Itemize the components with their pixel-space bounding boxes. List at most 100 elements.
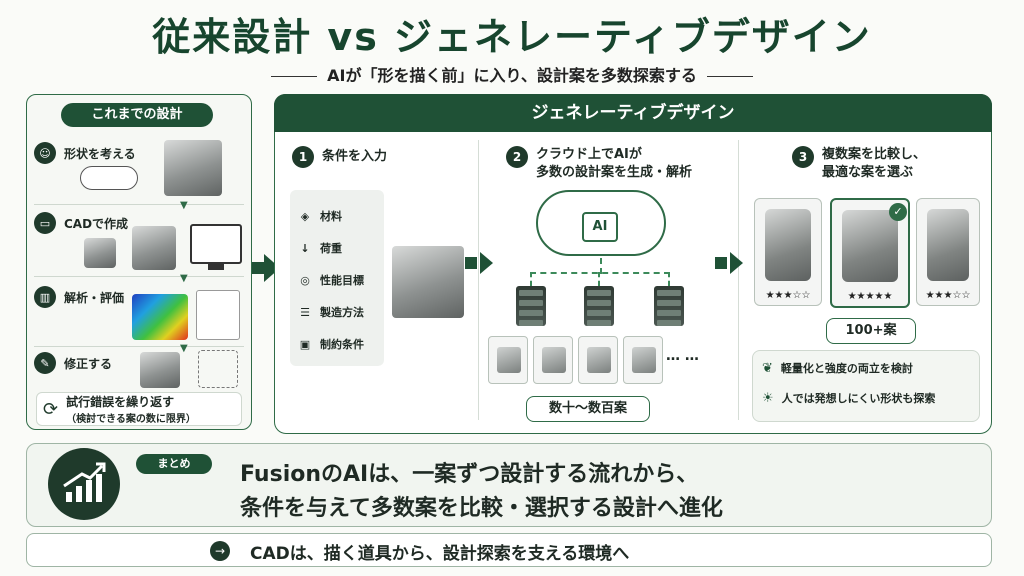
option-count-badge: 100+案 [826,318,916,344]
trial-and-error-box: ⟳ 試行錯誤を繰り返す （検討できる案の数に限界） [36,392,242,426]
arrow-right-icon [465,252,493,274]
connector-line [530,272,532,286]
step-number: 3 [792,146,814,168]
rating-stars: ★★★★★ [847,291,893,302]
connector-line [598,272,600,286]
step-title-text: 条件を入力 [322,149,388,164]
divider-left [271,76,318,77]
check-icon: ✓ [889,203,907,221]
divider [34,204,244,205]
monitor-icon: ▭ [34,212,56,234]
rating-stars: ★★★☆☆ [925,290,971,301]
step2-title: 2 クラウド上でAIが多数の設計案を生成・解析 [506,146,692,182]
head-icon: ☺ [34,142,56,164]
condition-performance: ◎ 性能目標 [298,272,364,288]
checklist-icon [196,290,240,340]
summary-tag: まとめ [136,454,212,474]
condition-label: 荷重 [320,242,342,255]
rating-stars: ★★★☆☆ [765,290,811,301]
stress-analysis-image [132,294,188,340]
benefit-novel-shapes: ☀ 人では発想しにくい形状も探索 [762,390,935,406]
server-icon [584,286,614,326]
lightbulb-icon: ☀ [762,390,774,406]
divider [34,276,244,277]
summary-line2: 条件を与えて多数案を比較・選択する設計へ進化 [240,496,723,521]
growth-chart-icon [48,448,120,520]
database-icon: ☰ [300,305,310,319]
cube-icon: ◈ [300,209,310,223]
server-icon [516,286,546,326]
connector-line [530,272,670,274]
design-variant-thumb [533,336,573,384]
bracket-part-image [140,352,180,388]
step-title-line1: 複数案を比較し、 [822,147,927,162]
monitor-image [190,224,242,264]
step-number: 2 [506,146,528,168]
step-revise: ✎ 修正する [34,352,244,374]
loop-note: （検討できる案の数に限界） [66,414,196,425]
condition-constraints: ▣ 制約条件 [298,336,364,352]
condition-label: 材料 [320,210,342,223]
chart-icon: ▥ [34,286,56,308]
design-variant-thumb [578,336,618,384]
target-icon: ◎ [300,273,310,287]
step-number: 1 [292,146,314,168]
step-label: 解析・評価 [64,290,125,305]
benefit-label: 人では発想しにくい形状も探索 [781,392,936,405]
generative-design-heading: ジェネレーティブデザイン [274,94,992,132]
arrow-right-icon: → [210,541,230,561]
variant-count-badge: 数十～数百案 [526,396,650,422]
server-icon [654,286,684,326]
condition-label: 制約条件 [320,338,364,351]
dashed-part-outline [198,350,238,388]
page-title: 従来設計 vs ジェネレーティブデザイン [152,15,872,59]
step-title-line1: クラウド上でAIが [536,147,642,162]
subtitle-text: AIが「形を描く前」に入り、設計案を多数探索する [327,66,697,85]
bracket-part-image [392,246,464,318]
edit-icon: ✎ [34,352,56,374]
step-title-line2: 多数の設計案を生成・解析 [536,165,693,180]
conclusion-text: CADは、描く道具から、設計探索を支える環境へ [250,544,630,564]
bracket-part-image [132,226,176,270]
connector-line [600,258,602,274]
traditional-design-heading: これまでの設計 [61,103,213,127]
leaf-icon: ❦ [762,360,773,376]
connector-line [668,272,670,286]
design-variant-thumb [488,336,528,384]
design-option-card: ★★★☆☆ [754,198,822,306]
divider [34,346,244,347]
condition-label: 性能目標 [320,274,364,287]
condition-load: ↓ 荷重 [298,240,342,256]
conclusion-bar [26,533,992,567]
ai-chip-icon: AI [582,212,618,242]
divider [478,140,479,420]
design-variant-thumb [623,336,663,384]
arrow-down-icon: ↓ [300,241,310,255]
lock-icon: ▣ [299,337,311,351]
arrow-down-icon: ▼ [180,200,188,211]
design-option-card: ★★★☆☆ [916,198,980,306]
conditions-list-box [290,190,384,366]
arrow-right-icon [715,252,743,274]
step1-title: 1 条件を入力 [292,146,387,168]
monitor-stand [208,264,224,270]
step-label: CADで作成 [64,216,129,231]
condition-material: ◈ 材料 [298,208,342,224]
thought-cloud-icon [80,166,138,190]
step-label: 形状を考える [64,146,136,161]
bracket-part-image [84,238,116,268]
summary-line1: FusionのAIは、一案ずつ設計する流れから、 [240,462,699,487]
benefit-lightweight: ❦軽量化と強度の両立を検討 [762,360,913,376]
step-analyze: ▥ 解析・評価 [34,286,244,308]
arrow-down-icon: ▼ [180,343,188,354]
step-think-shape: ☺ 形状を考える [34,142,244,164]
arrow-down-icon: ▼ [180,273,188,284]
divider [738,140,739,420]
refresh-icon: ⟳ [43,398,59,420]
step-cad-create: ▭ CADで作成 [34,212,244,234]
benefits-box [752,350,980,422]
step-label: 修正する [64,356,113,371]
page-subtitle: AIが「形を描く前」に入り、設計案を多数探索する [0,62,1024,86]
more-ellipsis: … … [666,348,699,364]
step3-title: 3 複数案を比較し、最適な案を選ぶ [792,146,926,182]
